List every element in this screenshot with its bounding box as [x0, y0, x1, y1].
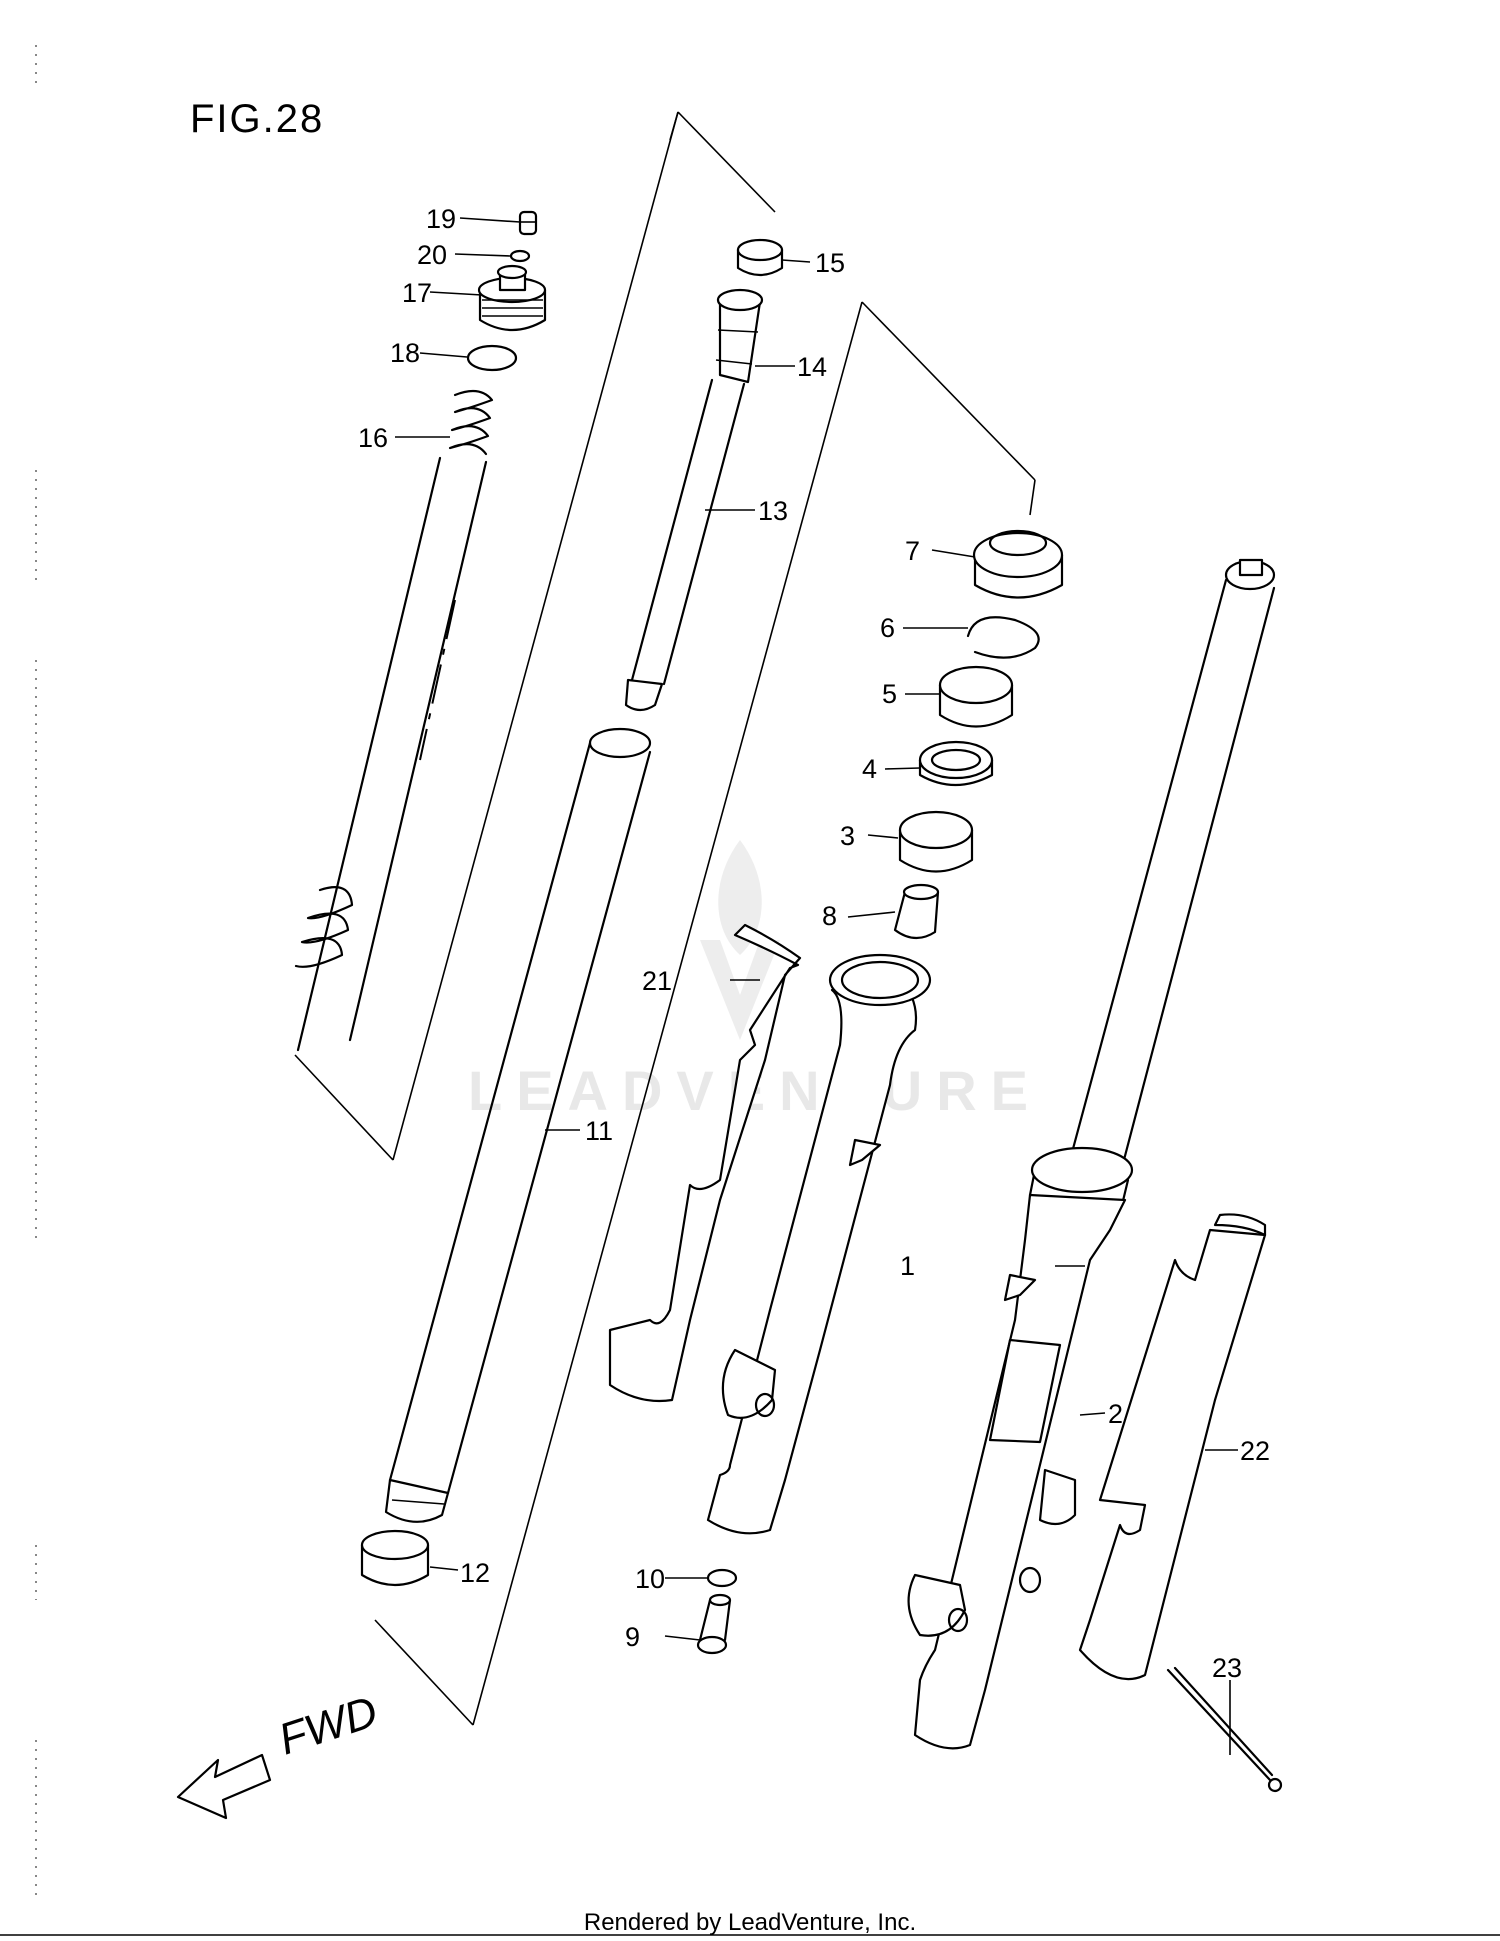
part-4-washer	[918, 740, 994, 786]
footer-credit: Rendered by LeadVenture, Inc.	[584, 1909, 916, 1936]
assembly-outline-left	[294, 111, 776, 1161]
part-9-bolt	[696, 1593, 732, 1655]
part-21-fork-guard	[608, 923, 802, 1403]
callout-22: 22	[1240, 1436, 1270, 1466]
part-5-oil-seal	[938, 665, 1014, 728]
callout-2: 2	[1108, 1399, 1123, 1429]
callout-3: 3	[840, 821, 855, 851]
figure-title: FIG.28	[190, 97, 324, 141]
fwd-label: FWD	[273, 1687, 383, 1765]
callout-7: 7	[905, 536, 920, 566]
callout-8: 8	[822, 901, 837, 931]
part-17-cap-bolt	[477, 264, 547, 331]
part-7-dust-seal	[972, 529, 1064, 599]
part-19-screw	[518, 210, 538, 236]
callout-4: 4	[862, 754, 877, 784]
part-12-bushing	[360, 1529, 430, 1586]
part-22-fork-guard-right	[1078, 1213, 1267, 1681]
callout-21: 21	[642, 966, 672, 996]
assembly-outline-center	[374, 301, 1036, 1726]
part-13-damper-rod	[624, 288, 764, 712]
part-8-oil-lock-piece	[893, 883, 940, 940]
part-15-ring	[736, 238, 784, 277]
callout-20: 20	[417, 240, 447, 270]
callout-19: 19	[426, 204, 456, 234]
part-6-stopper-ring	[966, 616, 1040, 659]
callout-17: 17	[402, 278, 432, 308]
callout-labels: 1 2 3 4 5 6 7 8 9 10 11 12 13 14 15 16 1…	[358, 204, 1270, 1683]
callout-23: 23	[1212, 1653, 1242, 1683]
callout-5: 5	[882, 679, 897, 709]
callout-11: 11	[585, 1116, 613, 1146]
part-18-oring	[466, 344, 518, 372]
callout-16: 16	[358, 423, 388, 453]
part-23-cable-tie	[1166, 1666, 1283, 1793]
part-2-fork-assembly-right	[907, 558, 1276, 1750]
callout-10: 10	[635, 1564, 665, 1594]
part-3-guide-bushing	[898, 810, 974, 873]
part-10-washer	[706, 1568, 738, 1588]
callout-18: 18	[390, 338, 420, 368]
callout-6: 6	[880, 613, 895, 643]
part-16-spring	[294, 389, 494, 1052]
part-20-oring	[509, 249, 531, 263]
forward-direction-indicator: FWD	[176, 1687, 383, 1820]
part-11-inner-tube	[384, 727, 652, 1523]
callout-9: 9	[625, 1622, 640, 1652]
forward-arrow-icon	[176, 1753, 272, 1820]
callout-15: 15	[815, 248, 845, 278]
callout-14: 14	[797, 352, 827, 382]
callout-12: 12	[460, 1558, 490, 1588]
part-1-outer-tube-left	[706, 953, 932, 1535]
callout-1: 1	[900, 1251, 915, 1281]
callout-13: 13	[758, 496, 788, 526]
leader-lines	[395, 217, 1238, 1755]
